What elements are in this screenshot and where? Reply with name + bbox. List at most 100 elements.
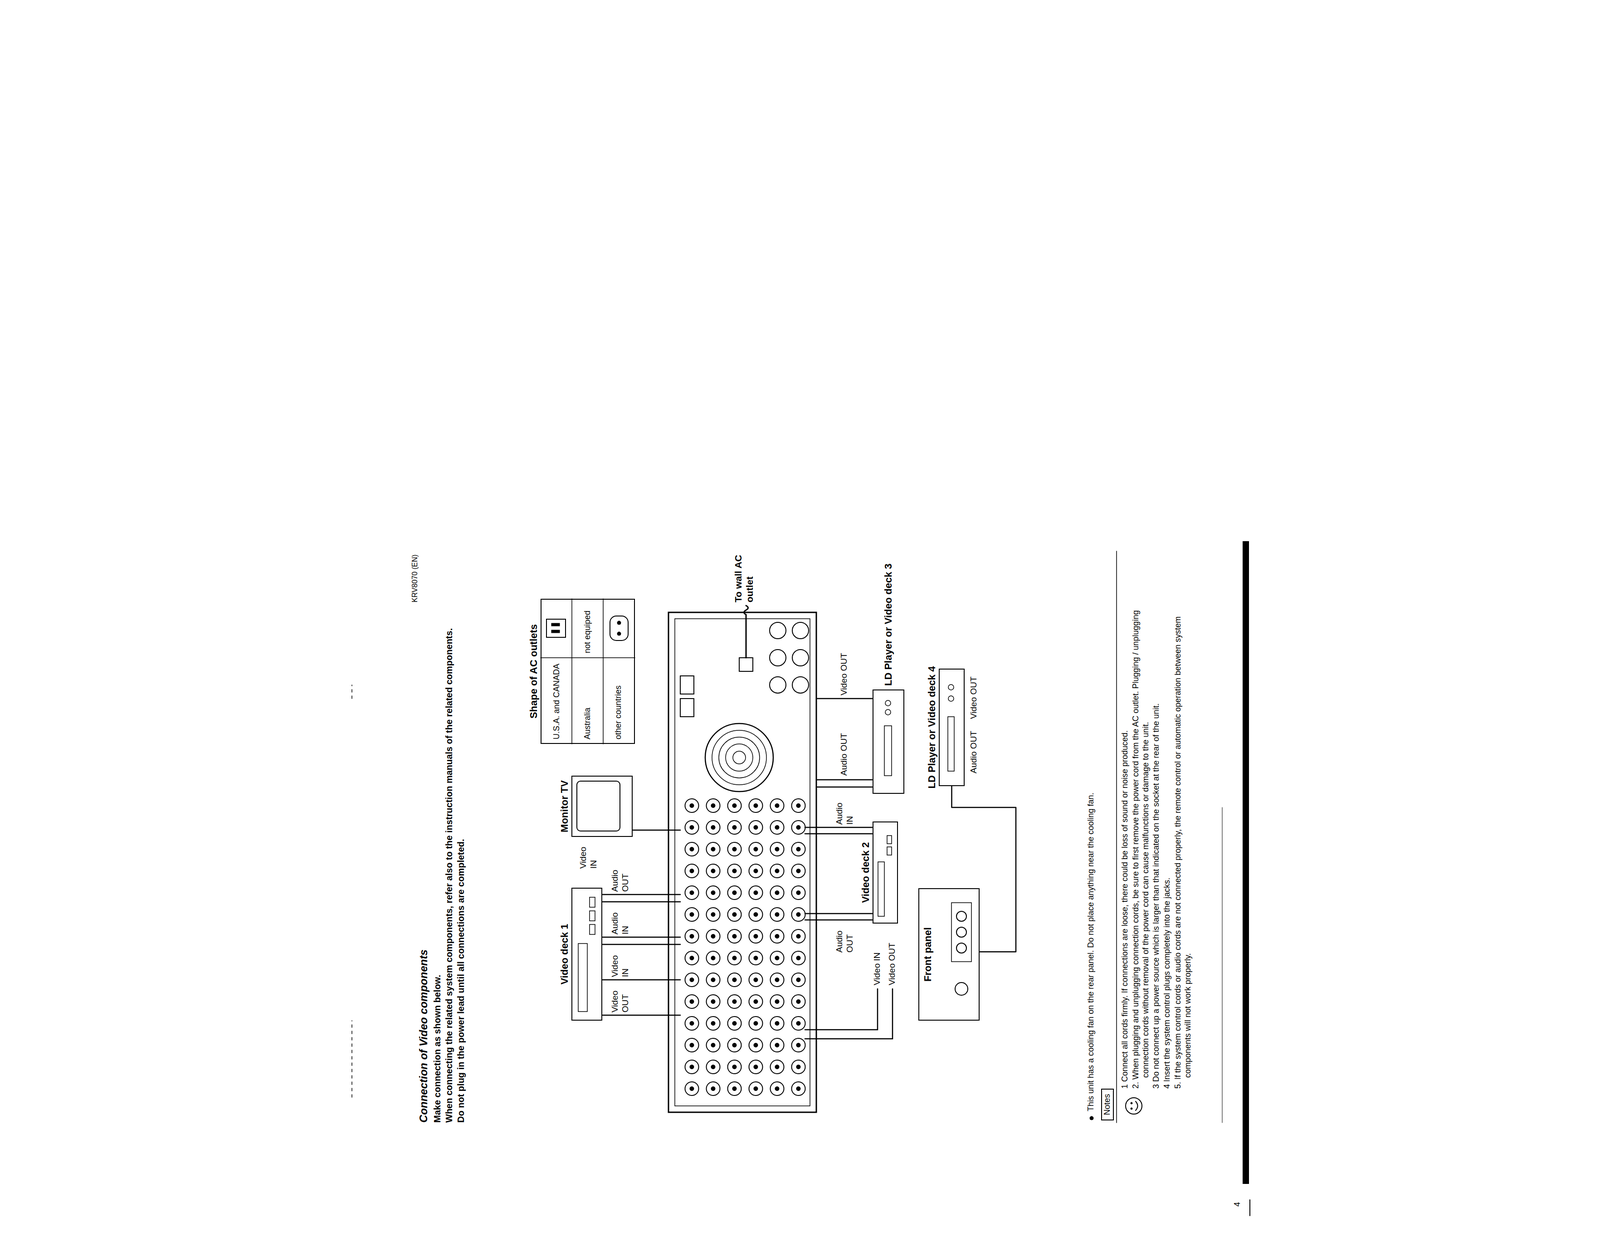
speaker-terminal: [792, 622, 809, 639]
note-item: 3 Do not connect up a power source which…: [1151, 578, 1162, 1089]
disc-tray: [884, 725, 892, 776]
device-box: Monitor TV: [571, 775, 633, 837]
device-box: LD Player or Video deck 3: [872, 689, 905, 794]
cable: [804, 826, 873, 829]
fan-hub: [732, 751, 746, 764]
dashed-rule: [351, 684, 353, 699]
text-label: Make connection as shown below.: [431, 974, 443, 1123]
node-heading: LD Player or Video deck 4: [926, 666, 938, 789]
node-heading: Shape of AC outlets: [527, 624, 540, 719]
page-edge-bar: [1242, 541, 1249, 1184]
speaker-terminal: [769, 649, 786, 666]
power-cord-inlet: [739, 657, 753, 672]
outlet-pin: [617, 620, 621, 625]
text-label: When connecting the related system compo…: [443, 628, 455, 1123]
note-item: 4 Insert the system control plugs comple…: [1162, 578, 1173, 1089]
player-button: [885, 709, 891, 715]
table-rule: [571, 598, 573, 744]
text-label: Video OUT: [839, 652, 850, 696]
cable: [816, 697, 873, 700]
text-label: Audio OUT: [834, 923, 856, 953]
cable: [804, 988, 893, 1039]
device-box: Video deck 1: [571, 887, 603, 1021]
cable: [804, 833, 873, 835]
fan-grille: [712, 730, 767, 785]
node-heading: Video deck 2: [859, 841, 872, 903]
front-jack: [955, 982, 968, 996]
text-label: Video OUT: [887, 942, 898, 986]
text-label: Audio OUT: [839, 732, 850, 776]
node-heading: Video deck 1: [558, 923, 571, 985]
cable: [602, 893, 681, 896]
receiver-rear-panel: [668, 612, 817, 1113]
cable: [602, 1014, 681, 1016]
ac-socket: [680, 675, 694, 694]
table-rule: [602, 598, 604, 744]
text-label: Video IN: [609, 947, 631, 977]
table-rule: [540, 657, 635, 659]
disc-tray: [947, 716, 955, 771]
table-cell: Australia: [572, 656, 604, 740]
cable: [804, 988, 878, 1030]
dashed-rule: [351, 1020, 353, 1098]
player-button: [885, 700, 891, 706]
cable: [602, 936, 681, 938]
rule: [1222, 807, 1223, 1123]
text-label: Audio IN: [834, 795, 856, 825]
text-label: KRV8070 (EN): [410, 554, 420, 603]
tv-screen: [576, 780, 620, 831]
device-box: Video deck 2: [872, 821, 898, 924]
player-button: [948, 684, 954, 690]
speaker-terminal: [792, 649, 809, 666]
text-label: Video OUT: [968, 676, 980, 719]
outlet-icon: [546, 619, 566, 638]
deck-button: [589, 897, 596, 908]
speaker-terminal: [769, 676, 786, 693]
page-number: 4: [1232, 1201, 1243, 1207]
table-cell: not equiped: [572, 597, 604, 654]
deck-button: [887, 846, 892, 855]
text-label: Audio IN: [609, 905, 631, 935]
cassette-slot: [878, 861, 885, 917]
fan-grille: [725, 743, 753, 771]
node-heading: LD Player or Video deck 3: [882, 563, 895, 686]
device-box: LD Player or Video deck 4: [938, 668, 965, 786]
deck-button: [589, 910, 596, 921]
page-title: Connection of Video components: [417, 949, 431, 1123]
node-heading: Monitor TV: [558, 780, 571, 833]
rule: [1116, 551, 1118, 1123]
rule: [1249, 1199, 1251, 1216]
text-label: This unit has a cooling fan on the rear …: [1086, 792, 1097, 1112]
notes-icon: [1125, 1097, 1142, 1114]
text-label: Video OUT: [609, 983, 631, 1013]
text-label: Audio OUT: [968, 730, 980, 774]
cassette-slot: [578, 943, 588, 1012]
front-jack: [956, 942, 967, 953]
cable: [804, 919, 873, 921]
node-heading: Notes: [1102, 1093, 1113, 1115]
cable: [632, 829, 681, 831]
bullet: [1089, 1116, 1094, 1120]
text-label: Video IN: [578, 839, 600, 869]
node-heading: Front panel: [921, 926, 934, 982]
text-label: Do not plug in the power lead until all …: [455, 838, 467, 1123]
front-jack: [956, 911, 967, 922]
cable: [602, 943, 681, 946]
text-label: To wall AC outlet: [732, 552, 756, 603]
note-item: 5. If the system control cords or audio …: [1173, 578, 1193, 1089]
jack-grid: [681, 794, 810, 1100]
cable: [602, 901, 681, 903]
player-button: [948, 695, 954, 702]
speaker-terminal: [769, 622, 786, 639]
outlet-pin: [617, 631, 621, 636]
notes-box: Notes: [1101, 1088, 1114, 1121]
deck-button: [887, 835, 892, 844]
front-jack: [956, 926, 967, 937]
receiver-inner-frame: [674, 618, 810, 1106]
text-label: Video IN: [872, 951, 883, 986]
notes-icon: [1135, 1101, 1138, 1111]
fan-grille: [718, 736, 760, 778]
cable: [816, 786, 873, 788]
notes-icon: [1130, 1102, 1133, 1104]
note-item: 2. When plugging and unplugging connecti…: [1131, 578, 1151, 1089]
